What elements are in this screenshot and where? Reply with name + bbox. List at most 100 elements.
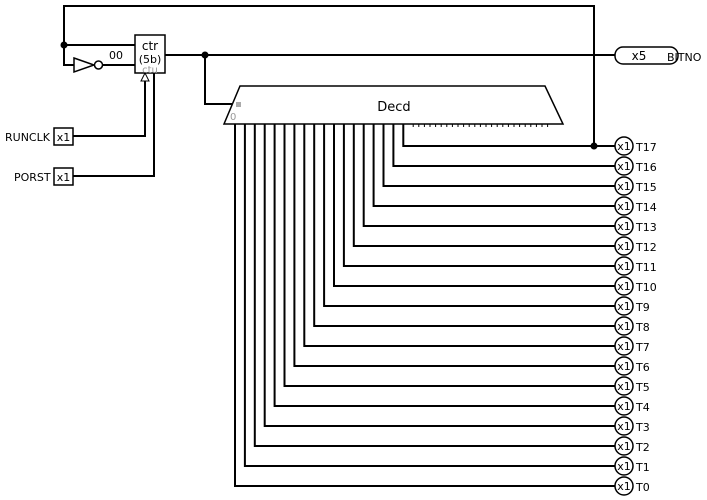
output-pin-t9[interactable]: x1 (614, 296, 634, 316)
output-label-t12: T12 (635, 241, 657, 254)
output-pin-width: x1 (617, 300, 631, 313)
output-pin-t6[interactable]: x1 (614, 356, 634, 376)
output-label-t9: T9 (635, 301, 650, 314)
output-pin-width: x1 (617, 220, 631, 233)
output-label-t16: T16 (635, 161, 657, 174)
output-pin-t1[interactable]: x1 (614, 456, 634, 476)
counter-size: (5b) (139, 53, 162, 66)
runclk-width-label: x1 (57, 131, 71, 144)
output-pin-width: x1 (617, 240, 631, 253)
output-wire-t5 (283, 124, 615, 387)
output-label-t17: T17 (635, 141, 657, 154)
output-pin-width: x1 (617, 340, 631, 353)
output-label-t11: T11 (635, 261, 657, 274)
clock-triangle-icon (140, 71, 150, 82)
runclk-input-pin[interactable]: x1 (53, 127, 74, 146)
output-pin-width: x1 (617, 260, 631, 273)
output-label-t0: T0 (635, 481, 650, 494)
output-wire-t9 (323, 124, 615, 307)
output-pin-t2[interactable]: x1 (614, 436, 634, 456)
decoder-label: Decd (377, 100, 410, 115)
output-wire-t4 (273, 124, 615, 407)
output-wire-t8 (313, 124, 615, 327)
porst-width-label: x1 (57, 171, 71, 184)
output-pin-width: x1 (617, 140, 631, 153)
output-label-t8: T8 (635, 321, 650, 334)
output-label-t4: T4 (635, 401, 650, 414)
output-wire-t15 (382, 124, 615, 187)
output-pin-t3[interactable]: x1 (614, 416, 634, 436)
decoder-select-index: 0 (230, 112, 236, 123)
output-pin-t0[interactable]: x1 (614, 476, 634, 496)
output-label-t6: T6 (635, 361, 650, 374)
output-pin-t10[interactable]: x1 (614, 276, 634, 296)
porst-input-pin[interactable]: x1 (53, 167, 74, 186)
output-pin-width: x1 (617, 460, 631, 473)
output-label-t7: T7 (635, 341, 650, 354)
output-pin-width: x1 (617, 400, 631, 413)
output-label-t5: T5 (635, 381, 650, 394)
decoder-block[interactable]: Decd 0 (222, 85, 565, 125)
output-wire-t12 (352, 124, 615, 247)
counter-bottom-label: ctu (142, 65, 158, 76)
junction-dot (590, 142, 598, 150)
feedback-loop-wire (63, 5, 595, 146)
not-gate[interactable] (73, 56, 104, 74)
output-label-t15: T15 (635, 181, 657, 194)
output-wire-t3 (263, 124, 615, 427)
output-pin-width: x1 (617, 380, 631, 393)
output-pin-t8[interactable]: x1 (614, 316, 634, 336)
output-pin-width: x1 (617, 200, 631, 213)
counter-block[interactable]: ctr (5b) ctu (134, 34, 166, 76)
output-wire-t17 (402, 124, 615, 147)
output-label-t3: T3 (635, 421, 650, 434)
bitno-label: BITNO (667, 51, 702, 64)
output-pin-width: x1 (617, 160, 631, 173)
output-wire-t11 (342, 124, 615, 267)
output-pin-width: x1 (617, 320, 631, 333)
output-pin-t16[interactable]: x1 (614, 156, 634, 176)
output-pin-t13[interactable]: x1 (614, 216, 634, 236)
junction-dot (60, 41, 68, 49)
output-pin-width: x1 (617, 360, 631, 373)
runclk-label: RUNCLK (5, 131, 51, 144)
output-wire-t7 (303, 124, 615, 347)
bitno-output-pin[interactable]: x5 (614, 46, 679, 65)
counter-title: ctr (142, 39, 158, 53)
inverter-input-wire (63, 45, 74, 66)
output-pin-t5[interactable]: x1 (614, 376, 634, 396)
counter-value-label: 00 (109, 49, 123, 62)
decoder-output-wires (234, 124, 615, 487)
output-wire-t10 (333, 124, 615, 287)
output-pin-t7[interactable]: x1 (614, 336, 634, 356)
output-label-t10: T10 (635, 281, 657, 294)
output-pin-t12[interactable]: x1 (614, 236, 634, 256)
output-pin-width: x1 (617, 180, 631, 193)
output-wire-t0 (234, 124, 615, 487)
decoder-select-wire (204, 55, 240, 105)
runclk-wire (73, 73, 146, 137)
output-wire-t6 (293, 124, 615, 367)
output-pin-width: x1 (617, 420, 631, 433)
output-label-t2: T2 (635, 441, 650, 454)
output-label-t14: T14 (635, 201, 657, 214)
bitno-width-label: x5 (632, 49, 647, 63)
output-wire-t14 (372, 124, 615, 207)
output-pin-width: x1 (617, 480, 631, 493)
output-pin-width: x1 (617, 440, 631, 453)
output-pin-t17[interactable]: x1 (614, 136, 634, 156)
output-wire-t1 (243, 124, 615, 467)
output-wire-t16 (392, 124, 615, 167)
output-wire-t2 (253, 124, 615, 447)
decoder-unused-stubs (412, 124, 549, 127)
output-pin-width: x1 (617, 280, 631, 293)
porst-label: PORST (14, 171, 51, 184)
output-pin-t15[interactable]: x1 (614, 176, 634, 196)
output-pin-t11[interactable]: x1 (614, 256, 634, 276)
output-pin-t14[interactable]: x1 (614, 196, 634, 216)
porst-wire (73, 73, 155, 177)
output-pin-t4[interactable]: x1 (614, 396, 634, 416)
output-label-t1: T1 (635, 461, 650, 474)
